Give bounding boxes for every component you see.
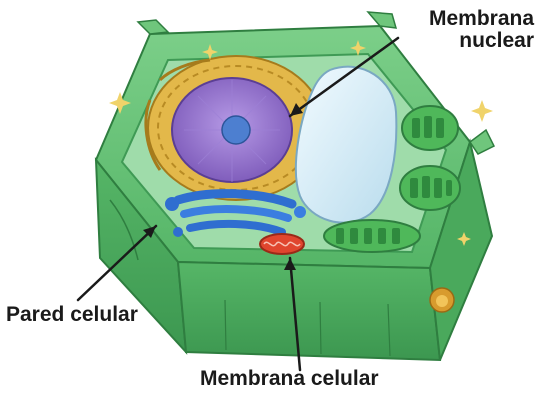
- mitochondrion: [260, 234, 304, 254]
- label-pared-celular: Pared celular: [6, 304, 138, 326]
- label-membrana-nuclear-line1: Membrana: [384, 8, 534, 30]
- chloroplast: [324, 220, 420, 252]
- label-membrana-celular: Membrana celular: [200, 368, 379, 390]
- label-membrana-nuclear-line2: nuclear: [384, 30, 534, 52]
- lion-logo: [430, 288, 454, 312]
- label-membrana-nuclear: Membrana nuclear: [384, 8, 534, 52]
- chloroplast: [400, 166, 460, 210]
- chloroplast: [402, 106, 458, 150]
- nucleolus: [222, 116, 250, 144]
